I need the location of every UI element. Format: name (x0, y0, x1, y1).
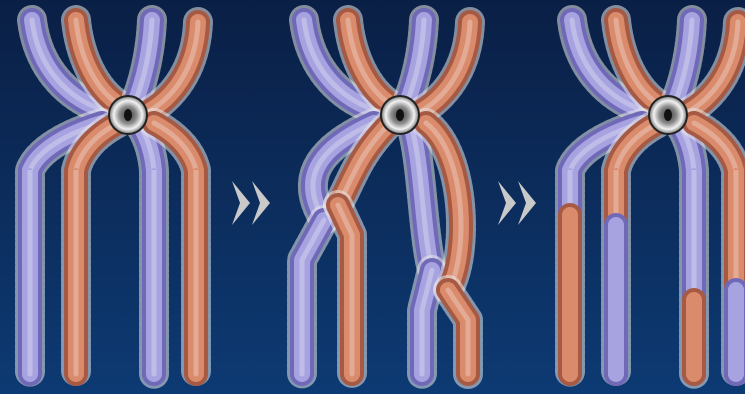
centromere (109, 96, 147, 134)
upper-arm (674, 20, 692, 105)
lower-arm (422, 270, 432, 374)
upper-arm (134, 20, 152, 105)
lower-arm (338, 205, 352, 374)
upper-arm (406, 20, 424, 105)
lower-arm (138, 123, 154, 374)
centromere (381, 96, 419, 134)
centromere (649, 96, 687, 134)
